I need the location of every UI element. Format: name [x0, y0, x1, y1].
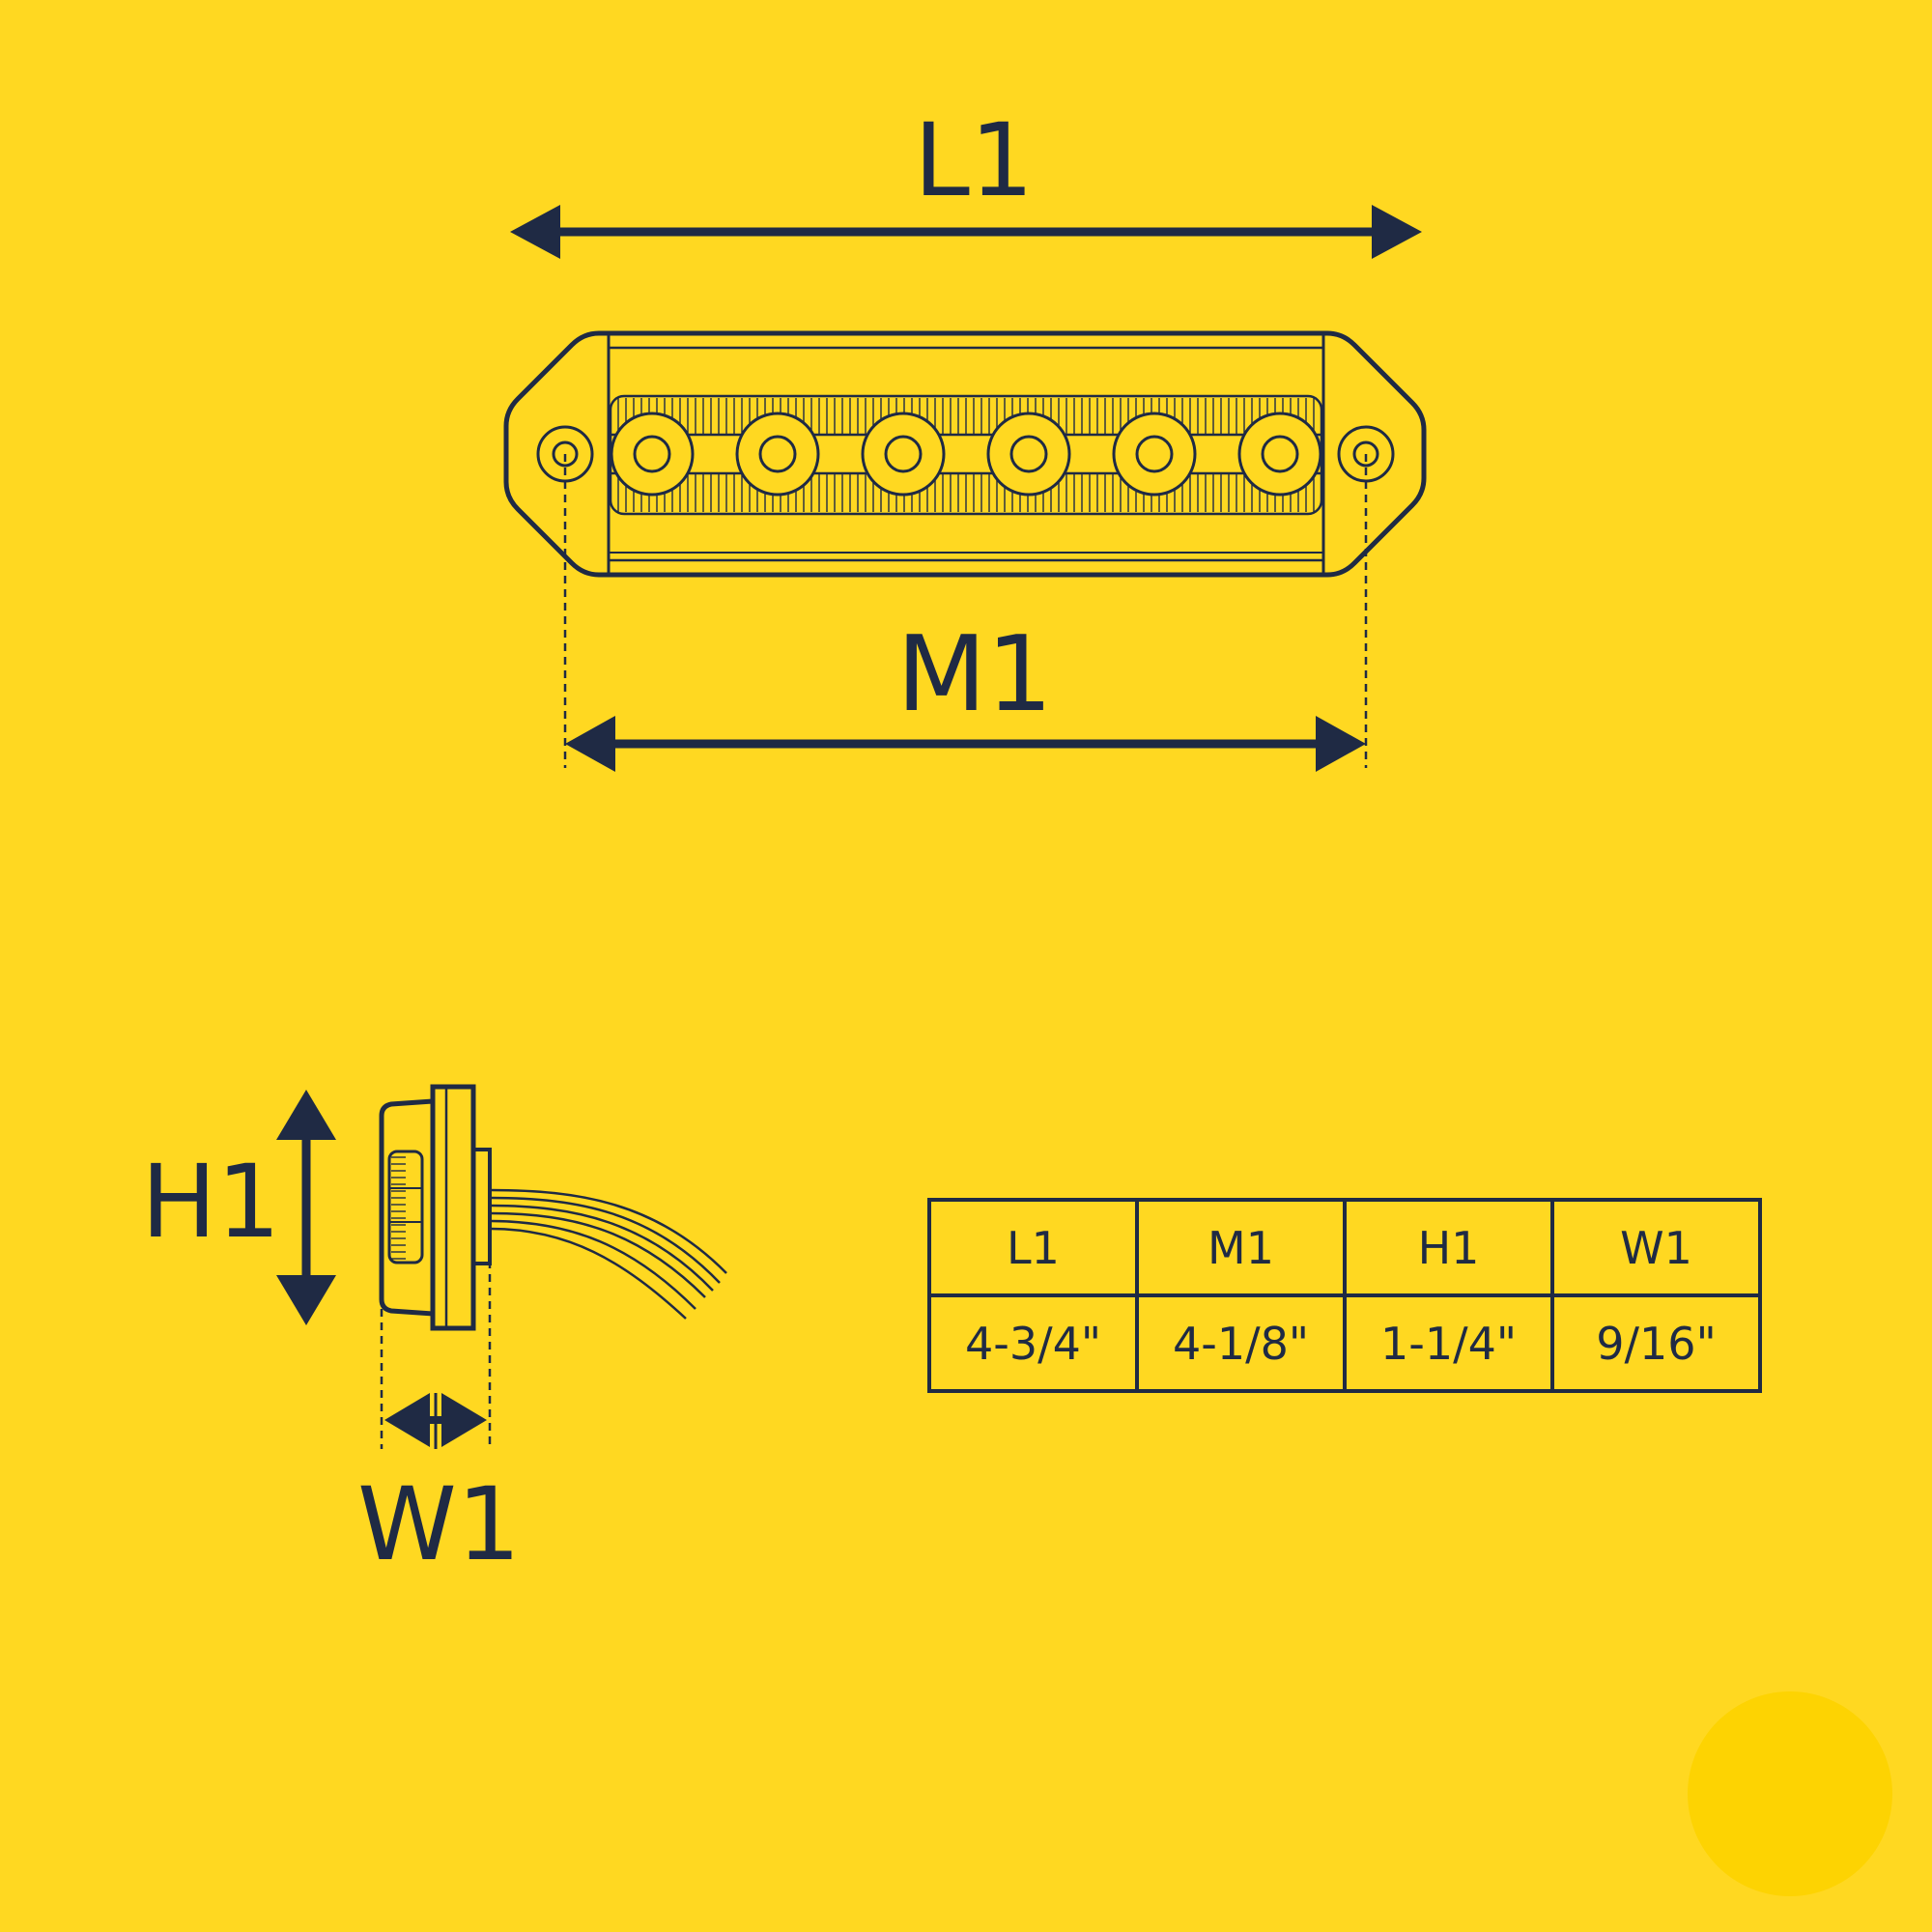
light-side-view: [276, 1084, 727, 1449]
wire-bundle: [489, 1188, 727, 1320]
label-m1: M1: [896, 614, 1053, 735]
light-housing-outline: [503, 330, 1427, 578]
led-5: [1112, 412, 1197, 497]
table-value-m1: 4-1/8": [1135, 1293, 1347, 1393]
w1-arrow-left-head: [384, 1393, 430, 1447]
table-value-row: 4-3/4" 4-1/8" 1-1/4" 9/16": [927, 1293, 1762, 1393]
led-2: [735, 412, 820, 497]
l1-arrow-left-head: [510, 205, 560, 259]
table-header-row: L1 M1 H1 W1: [927, 1198, 1762, 1297]
label-w1: W1: [357, 1465, 521, 1583]
h1-arrow-down-head: [276, 1275, 336, 1325]
table-value-w1: 9/16": [1550, 1293, 1762, 1393]
led-1: [610, 412, 695, 497]
table-header-l1: L1: [927, 1198, 1139, 1297]
table-value-l1: 4-3/4": [927, 1293, 1139, 1393]
table-value-h1: 1-1/4": [1343, 1293, 1554, 1393]
m1-arrow-right-head: [1316, 716, 1366, 772]
table-header-w1: W1: [1550, 1198, 1762, 1297]
w1-arrow-right-head: [441, 1393, 487, 1447]
dimension-table: L1 M1 H1 W1 4-3/4" 4-1/8" 1-1/4" 9/16": [927, 1198, 1762, 1393]
l1-arrow-right-head: [1372, 205, 1422, 259]
table-header-m1: M1: [1135, 1198, 1347, 1297]
label-l1: L1: [914, 101, 1035, 219]
accent-dot: [1688, 1691, 1892, 1896]
h1-arrow-up-head: [276, 1090, 336, 1140]
led-6: [1237, 412, 1322, 497]
label-h1: H1: [141, 1143, 281, 1261]
table-header-h1: H1: [1343, 1198, 1554, 1297]
m1-arrow-left-head: [565, 716, 615, 772]
led-4: [986, 412, 1071, 497]
led-3: [861, 412, 946, 497]
